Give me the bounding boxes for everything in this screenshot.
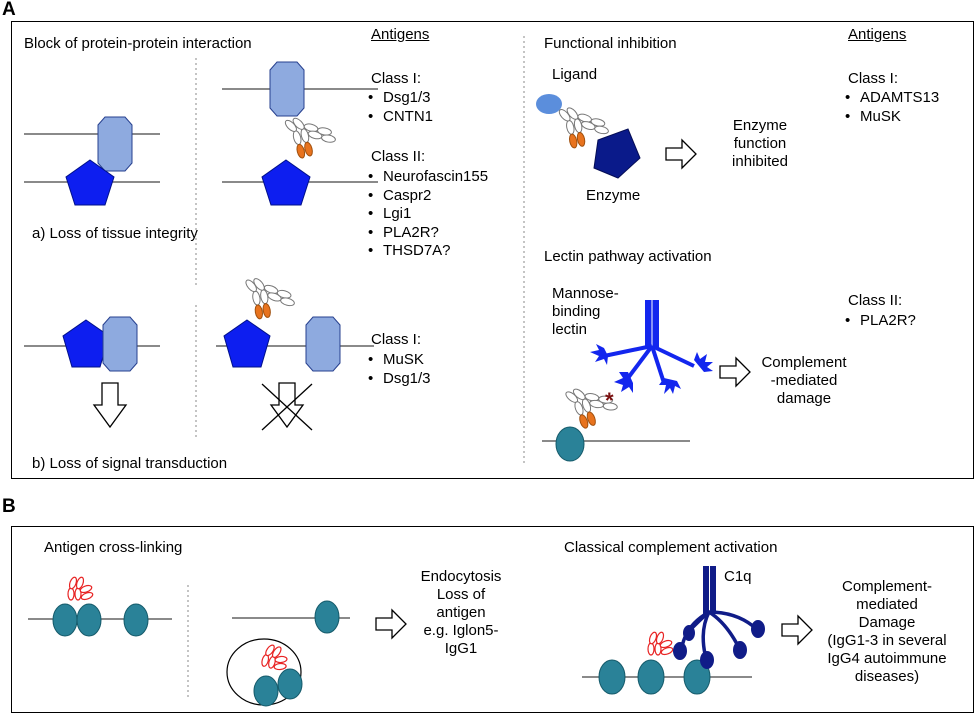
tissue-integrity-blocked (222, 61, 378, 206)
antigen-item: Caspr2 (366, 187, 488, 206)
ligand-label: Ligand (552, 66, 598, 83)
class2-list-right: PLA2R? (843, 312, 916, 331)
class1-list-b: MuSK Dsg1/3 (366, 351, 431, 388)
c1q-label: C1q (724, 568, 752, 585)
antigen-item: Dsg1/3 (366, 89, 433, 108)
enzyme-label: Enzyme (586, 187, 641, 204)
panel-a-letter: A (2, 0, 16, 20)
crosslinking-surface (28, 575, 172, 637)
signal-transduction-caption: b) Loss of signal transduction (32, 455, 228, 472)
antigen-item: MuSK (843, 108, 939, 127)
enzyme-inhibition (536, 94, 697, 179)
mbl-label: Mannose- binding lectin (552, 285, 619, 338)
classical-complement (582, 566, 813, 695)
antigen-item: Neurofascin155 (366, 168, 488, 187)
antigen-item: PLA2R? (366, 224, 488, 243)
crosslinking-outcome: Endocytosis Loss of antigen e.g. Iglon5-… (420, 568, 502, 657)
signal-transduction-intact (24, 316, 160, 428)
endocytosis (226, 600, 407, 707)
class1-heading-a: Class I: (371, 70, 422, 87)
block-interaction-title: Block of protein-protein interaction (24, 35, 252, 52)
antigen-item: MuSK (366, 351, 431, 370)
class1-heading-b: Class I: (371, 331, 422, 348)
antigens-heading-right: Antigens (848, 26, 907, 43)
antigens-heading-left: Antigens (371, 26, 430, 43)
svg-text:*: * (605, 388, 614, 413)
panel-b-frame (11, 526, 974, 713)
classical-complement-title: Classical complement activation (564, 539, 778, 556)
lectin-pathway-title: Lectin pathway activation (544, 248, 712, 265)
lectin-outcome: Complement -mediated damage (761, 354, 847, 407)
antigen-item: THSD7A? (366, 242, 488, 261)
antigen-item: CNTN1 (366, 108, 433, 127)
class1-heading-right: Class I: (848, 70, 899, 87)
class1-list-right: ADAMTS13 MuSK (843, 89, 939, 126)
tissue-integrity-caption: a) Loss of tissue integrity (32, 225, 198, 242)
signal-transduction-blocked (216, 270, 374, 431)
class2-heading-a: Class II: (371, 148, 426, 165)
classical-outcome: Complement- mediated Damage (IgG1-3 in s… (827, 578, 947, 685)
tissue-integrity-intact (24, 116, 160, 206)
enzyme-outcome: Enzyme function inhibited (732, 117, 788, 170)
antigen-item: ADAMTS13 (843, 89, 939, 108)
panel-a-frame (11, 21, 974, 479)
antigen-item: PLA2R? (843, 312, 916, 331)
crosslinking-title: Antigen cross-linking (44, 539, 183, 556)
antigen-item: Lgi1 (366, 205, 488, 224)
class2-heading-right: Class II: (848, 292, 903, 309)
lectin-pathway: * (542, 300, 751, 462)
class2-list-a: Neurofascin155 Caspr2 Lgi1 PLA2R? THSD7A… (366, 168, 488, 261)
panel-b-letter: B (2, 496, 16, 517)
functional-inhibition-title: Functional inhibition (544, 35, 677, 52)
class1-list-a: Dsg1/3 CNTN1 (366, 89, 433, 126)
antigen-item: Dsg1/3 (366, 370, 431, 389)
